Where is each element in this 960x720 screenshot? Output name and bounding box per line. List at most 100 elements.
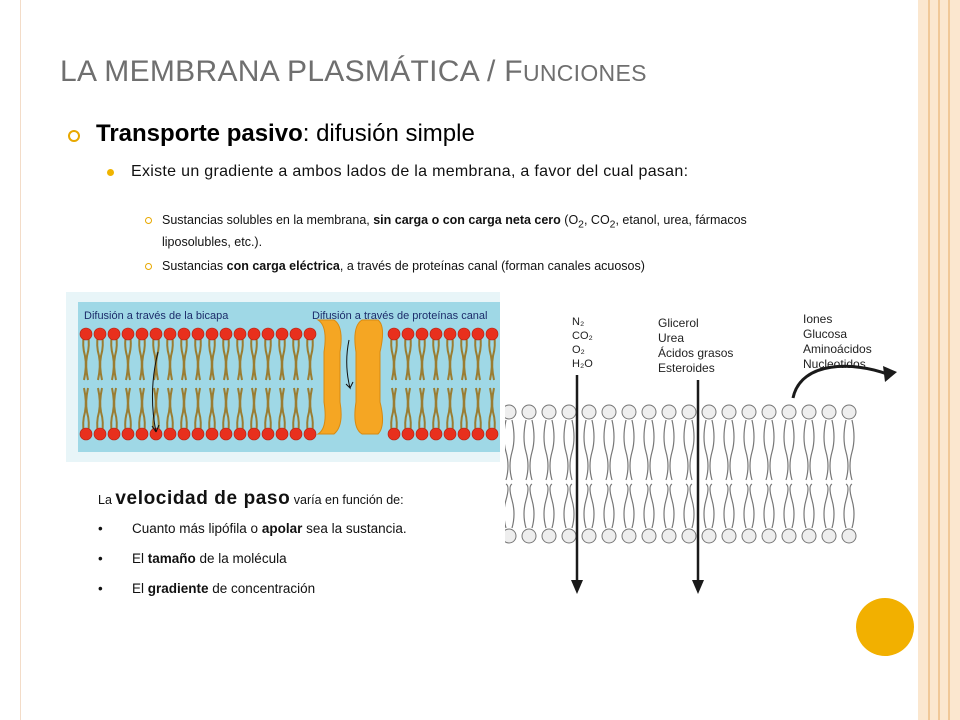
lipid-tail [250,387,255,435]
text-span: El [132,551,148,566]
lipid-tail [292,333,297,381]
lipid-tail [211,333,216,381]
lipid-tail [390,333,395,381]
lipid-tail [783,419,789,481]
title-part1: LA MEMBRANA PLASMÁTICA / F [60,55,523,88]
lipid-tail [236,387,241,435]
lipid-tail [703,419,709,481]
lipid-tail [623,483,629,529]
lipid-tail [729,483,735,529]
lipid-tail [723,483,729,529]
text-span: de la molécula [195,551,287,566]
arrowhead [692,580,704,594]
lipid-head [261,427,275,441]
lipid-tail [563,483,569,529]
lipid-tail [222,333,227,381]
lipid-tail [138,387,143,435]
lipid-head [471,427,485,441]
lipid-tail [418,333,423,381]
lipid-tail [127,387,132,435]
text-span: Cuanto más lipófila o [132,521,262,536]
lipid-tail [709,419,715,481]
lipid-tail [709,483,715,529]
lipid-head [581,528,597,544]
lipid-tail [523,419,529,481]
lipid-head [801,404,817,420]
lipid-tail [529,483,535,529]
lipid-head [457,427,471,441]
lipid-heads [79,327,499,441]
lipid-head [801,528,817,544]
lipid-tail [689,419,695,481]
lipid-tail [82,333,87,381]
molecule-label: H₂O [572,358,593,370]
rate-pre: La [98,493,116,507]
lipid-head [107,327,121,341]
lipid-tail [449,387,454,435]
lipid-tail [474,387,479,435]
lipid-head [177,427,191,441]
lipid-tail [183,387,188,435]
lipid-head [93,427,107,441]
lipid-head [415,427,429,441]
lipid-tail [789,483,795,529]
lipid-tail [849,483,855,529]
lipid-tail [166,333,171,381]
lipid-tail [418,387,423,435]
lipid-head [661,528,677,544]
lipid-tail [723,419,729,481]
lipid-head [641,528,657,544]
band-stripe [928,0,930,720]
band-stripe [938,0,940,720]
lipid-head [521,528,537,544]
lipid-tail [683,483,689,529]
lipid-tail [393,333,398,381]
lipid-head [163,427,177,441]
rate-item: •El tamaño de la molécula [98,551,463,571]
lipid-head [79,427,93,441]
lipid-tail [829,483,835,529]
text-bold: apolar [261,521,303,536]
lipid-tail [843,483,849,529]
lipid-tail [113,387,118,435]
lipid-tail [281,333,286,381]
bullet-glyph: • [98,581,103,596]
title-part2: UNCIONES [522,60,647,86]
lipid-tail [292,387,297,435]
lipid-head [471,327,485,341]
lipid-head [261,327,275,341]
lipid-tail [267,387,272,435]
lipid-tail [141,333,146,381]
lipid-tail [264,387,269,435]
lipid-tail [609,419,615,481]
lipid-tail [603,419,609,481]
lipid-tail [563,419,569,481]
lipid-head [701,528,717,544]
lipid-head [505,404,517,420]
lipid-head [275,327,289,341]
lipid-tail [278,333,283,381]
text-span: Sustancias solubles en la membrana, [162,213,374,227]
text-span: , a través de proteínas canal (forman ca… [339,259,645,273]
lipid-tail [281,387,286,435]
lipid-head [429,427,443,441]
lipid-tail [849,419,855,481]
subscript: 2 [609,219,616,231]
lipid-tail [663,419,669,481]
lipid-tail [689,483,695,529]
lipid-head [443,427,457,441]
lipid-tail [823,483,829,529]
lipid-head [387,327,401,341]
lipid-tail [488,333,493,381]
lipid-tail [609,483,615,529]
lipid-tail [649,483,655,529]
channel-protein-right [354,319,384,435]
lipid-head [521,404,537,420]
bullet-glyph: • [98,521,103,536]
label-bilayer: Difusión a través de la bicapa [84,310,229,322]
lipid-tail [703,483,709,529]
lipid-tail [435,387,440,435]
lipid-tail [138,333,143,381]
lipid-tail [474,333,479,381]
channel-diffusion-arrow [345,339,354,390]
